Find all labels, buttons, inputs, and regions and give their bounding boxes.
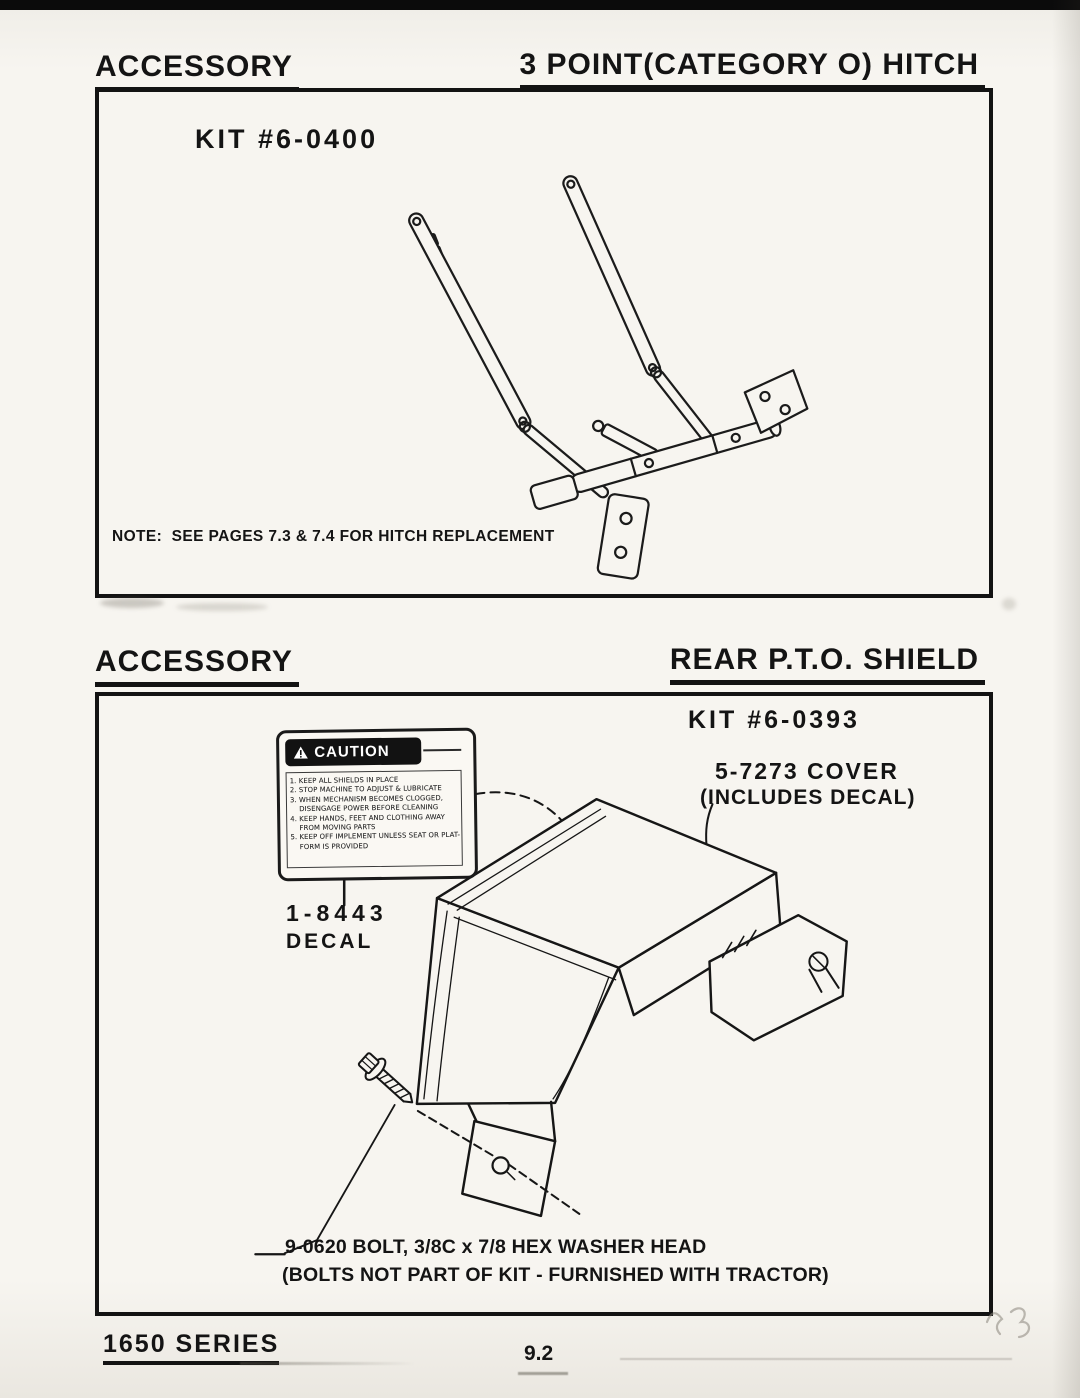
caution-decal-text: 1. KEEP ALL SHIELDS IN PLACE 2. STOP MAC… [285, 769, 463, 869]
hitch-note: NOTE: SEE PAGES 7.3 & 7.4 FOR HITCH REPL… [112, 528, 555, 545]
hitch-figure-box [95, 88, 993, 598]
scan-noise [100, 598, 164, 608]
decal-part-number: 1-8443 [286, 900, 388, 926]
bolt-note-line2: (BOLTS NOT PART OF KIT - FURNISHED WITH … [282, 1264, 829, 1286]
caution-decal-header: CAUTION [285, 737, 422, 767]
hex-bolt-illustration [357, 1052, 414, 1104]
pto-kit-label: KIT #6-0393 [688, 706, 860, 734]
shaft-collar [529, 474, 579, 510]
page-number: 9.2 [524, 1342, 554, 1365]
pto-figure-box [95, 692, 993, 1316]
warning-triangle-icon [293, 746, 308, 759]
lift-arm-left [408, 212, 532, 431]
scan-edge-artifact [0, 0, 1080, 10]
bracket-plate [743, 369, 809, 434]
cover-part-label: 5-7273 COVER [715, 758, 899, 784]
drawbar-plate [596, 493, 650, 580]
footer-smudge [620, 1358, 1012, 1360]
pencil-mark [985, 1307, 1031, 1339]
shield-cover [415, 797, 848, 1218]
caution-line: FORM IS PROVIDED [290, 841, 369, 852]
hitch-kit-label: KIT #6-0400 [195, 124, 379, 154]
cover-leader-line [705, 803, 714, 847]
lift-arm-right [562, 175, 662, 377]
caution-decal: CAUTION 1. KEEP ALL SHIELDS IN PLACE 2. … [275, 727, 479, 882]
pto-section-title-left: ACCESSORY [95, 645, 299, 687]
cover-top-face [435, 797, 778, 969]
cover-part-sublabel: (INCLUDES DECAL) [700, 786, 916, 809]
mounting-tab [708, 913, 848, 1042]
link-bar-right [652, 370, 714, 445]
u-slot-hole [808, 951, 829, 972]
decal-divider [423, 748, 462, 752]
scan-edge-shading [1052, 0, 1080, 1398]
series-label: 1650 SERIES [103, 1330, 280, 1365]
bolt-leader-line [283, 1103, 396, 1255]
pto-shield-illustration [254, 791, 848, 1256]
bolt-note-line1: 9-0620 BOLT, 3/8C x 7/8 HEX WASHER HEAD [285, 1236, 707, 1258]
hitch-section-title-left: ACCESSORY [95, 50, 299, 92]
hitch-illustration [408, 175, 809, 580]
assembly-dashed-line [416, 1109, 581, 1215]
cross-shaft [569, 416, 782, 493]
caution-title: CAUTION [314, 742, 390, 761]
decal-part-word: DECAL [286, 930, 374, 953]
scan-noise [176, 603, 268, 611]
pto-section-title-right: REAR P.T.O. SHIELD [669, 643, 985, 685]
footer-smudge [518, 1372, 568, 1375]
scan-noise [1002, 598, 1016, 610]
hitch-section-title-right: 3 POINT(CATEGORY O) HITCH [519, 48, 985, 90]
